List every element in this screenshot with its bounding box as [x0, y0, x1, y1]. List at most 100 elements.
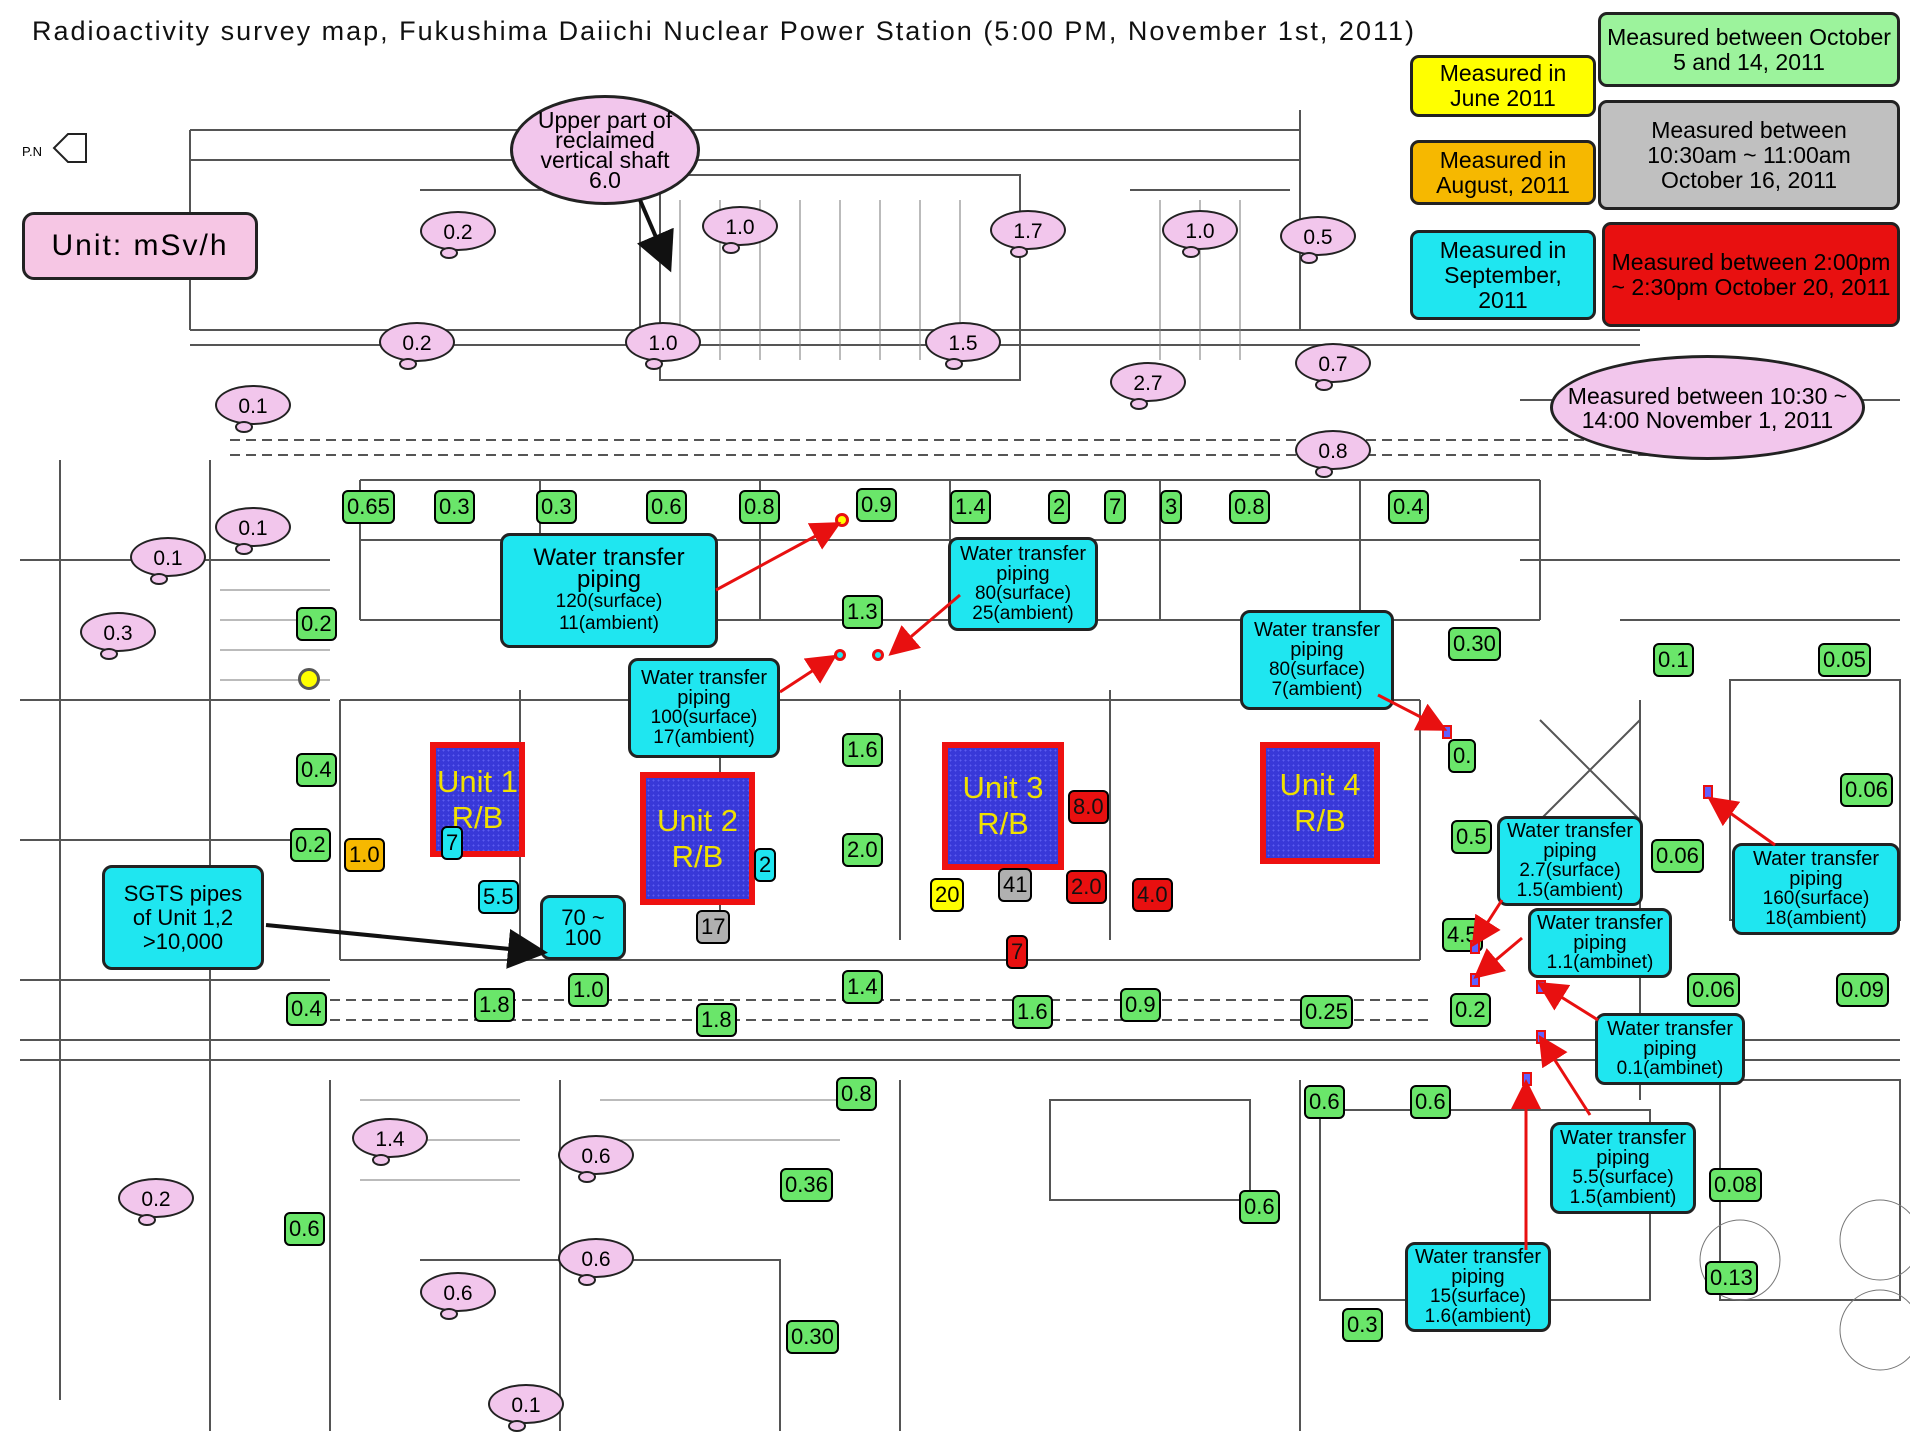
- dose-reading-cloud: 0.6: [558, 1238, 634, 1286]
- dose-reading-green: 0.6: [1239, 1190, 1280, 1224]
- shaft-note-line: Upper part of: [537, 107, 673, 133]
- piping-text: 120(surface): [555, 590, 663, 612]
- dose-reading-cyan: 5.5: [478, 880, 519, 914]
- dose-reading-cloud: 2.7: [1110, 362, 1186, 410]
- dose-reading-green: 1.8: [474, 988, 515, 1022]
- dose-reading-cloud: 1.0: [625, 322, 701, 370]
- north-arrow-icon: [52, 133, 87, 163]
- shaft-note-value: 6.0: [589, 167, 621, 193]
- dose-reading-cloud: 0.1: [488, 1384, 564, 1432]
- dose-reading-green: 0.06: [1651, 839, 1704, 873]
- dose-reading-cloud: 1.5: [925, 322, 1001, 370]
- dose-reading-cloud: 0.6: [558, 1135, 634, 1183]
- dose-reading-green: 0.5: [1451, 820, 1492, 854]
- dose-reading-cloud: 0.3: [80, 612, 156, 660]
- dose-reading-green: 0.6: [646, 490, 687, 524]
- page-title: Radioactivity survey map, Fukushima Daii…: [32, 16, 1416, 46]
- piping-text: piping: [1543, 840, 1597, 862]
- dose-reading-green: 0.2: [296, 607, 337, 641]
- piping-text: piping: [1290, 639, 1344, 661]
- piping-text: Water transfer: [1753, 848, 1879, 870]
- dose-reading-green: 0.36: [780, 1168, 833, 1202]
- dose-reading-green: 2.0: [842, 833, 883, 867]
- piping-text: piping: [677, 687, 731, 709]
- dose-reading-green: 0.6: [1304, 1085, 1345, 1119]
- dose-reading-green: 1.3: [842, 595, 883, 629]
- piping-text: piping: [1573, 932, 1627, 954]
- dose-reading-green: 0.13: [1705, 1261, 1758, 1295]
- piping-text: Water transfer: [1415, 1246, 1541, 1268]
- dose-reading-green: 0.3: [536, 490, 577, 524]
- dose-reading-green: 1.4: [842, 970, 883, 1004]
- dose-reading-green: 2: [1048, 490, 1071, 524]
- piping-text: Water transfer: [1537, 912, 1663, 934]
- piping-text: 1.5(ambient): [1569, 1187, 1677, 1208]
- dose-reading-green: 0.2: [1450, 993, 1491, 1027]
- dose-reading-green: 0.4: [1388, 490, 1429, 524]
- pipe-marker: [872, 649, 884, 661]
- shaft-note-cloud: Upper part of reclaimed vertical shaft 6…: [510, 95, 700, 205]
- dose-reading-yellow: 20: [930, 878, 965, 912]
- dose-reading-cyan: 7: [441, 826, 464, 860]
- dose-reading-green: 0.: [1448, 739, 1477, 773]
- piping-text: 80(surface): [1268, 659, 1366, 680]
- dose-reading-green: 0.3: [1342, 1308, 1383, 1342]
- dose-reading-green: 0.30: [786, 1320, 839, 1354]
- dose-reading-green: 0.06: [1840, 773, 1893, 807]
- piping-text: piping: [576, 565, 642, 593]
- dose-reading-green: 0.8: [739, 490, 780, 524]
- dose-reading-cloud: 0.6: [420, 1272, 496, 1320]
- dose-reading-green: 0.9: [1120, 988, 1161, 1022]
- piping-text: 1.6(ambient): [1424, 1306, 1532, 1327]
- dose-reading-cloud: 0.1: [130, 537, 206, 585]
- dose-reading-green: 0.9: [856, 488, 897, 522]
- dose-reading-cloud: 0.2: [118, 1178, 194, 1226]
- dose-reading-cloud: 0.1: [215, 507, 291, 555]
- piping-text: 15(surface): [1429, 1286, 1527, 1307]
- sgts-label: SGTS pipes of Unit 1,2 >10,000: [102, 865, 264, 970]
- piping-text: 1.1(ambinet): [1546, 952, 1654, 973]
- dose-reading-green: 0.6: [1410, 1085, 1451, 1119]
- piping-text: 160(surface): [1762, 888, 1870, 909]
- dose-reading-green: 0.1: [1653, 643, 1694, 677]
- dose-reading-orange: 1.0: [344, 838, 385, 872]
- dose-reading-green: 0.8: [1229, 490, 1270, 524]
- dose-reading-green: 7: [1104, 490, 1127, 524]
- dose-reading-green: 0.2: [290, 828, 331, 862]
- piping-text: piping: [1596, 1147, 1650, 1169]
- piping-text: 0.1(ambinet): [1616, 1058, 1724, 1079]
- dose-reading-green: 0.06: [1687, 973, 1740, 1007]
- piping-text: piping: [1789, 868, 1843, 890]
- piping-text: piping: [1643, 1038, 1697, 1060]
- piping-text: 5.5(surface): [1572, 1167, 1674, 1188]
- dose-reading-green: 0.4: [286, 992, 327, 1026]
- legend-orange: Measured in August, 2011: [1410, 140, 1596, 205]
- dose-reading-red: 8.0: [1068, 790, 1109, 824]
- legend-cyan: Measured in September, 2011: [1410, 230, 1596, 320]
- dose-reading-cloud: 1.0: [1162, 210, 1238, 258]
- piping-text: 18(ambient): [1765, 908, 1867, 929]
- piping-text: piping: [1451, 1266, 1505, 1288]
- dose-reading-green: 1.4: [950, 490, 991, 524]
- compass-label: P.N: [22, 144, 42, 159]
- piping-text: 25(ambient): [972, 603, 1074, 624]
- shaft-note-line: reclaimed: [555, 127, 655, 153]
- dose-reading-red: 7: [1006, 935, 1029, 969]
- dose-reading-red: 2.0: [1066, 870, 1107, 904]
- dose-reading-green: 0.8: [836, 1077, 877, 1111]
- dose-reading-green: 1.6: [1012, 995, 1053, 1029]
- dose-reading-green: 1.8: [696, 1003, 737, 1037]
- piping-text: 100(surface): [650, 707, 758, 728]
- piping-text: Water transfer: [1507, 820, 1633, 842]
- dose-reading-green: 0.4: [296, 753, 337, 787]
- dose-reading-cloud: 0.2: [379, 322, 455, 370]
